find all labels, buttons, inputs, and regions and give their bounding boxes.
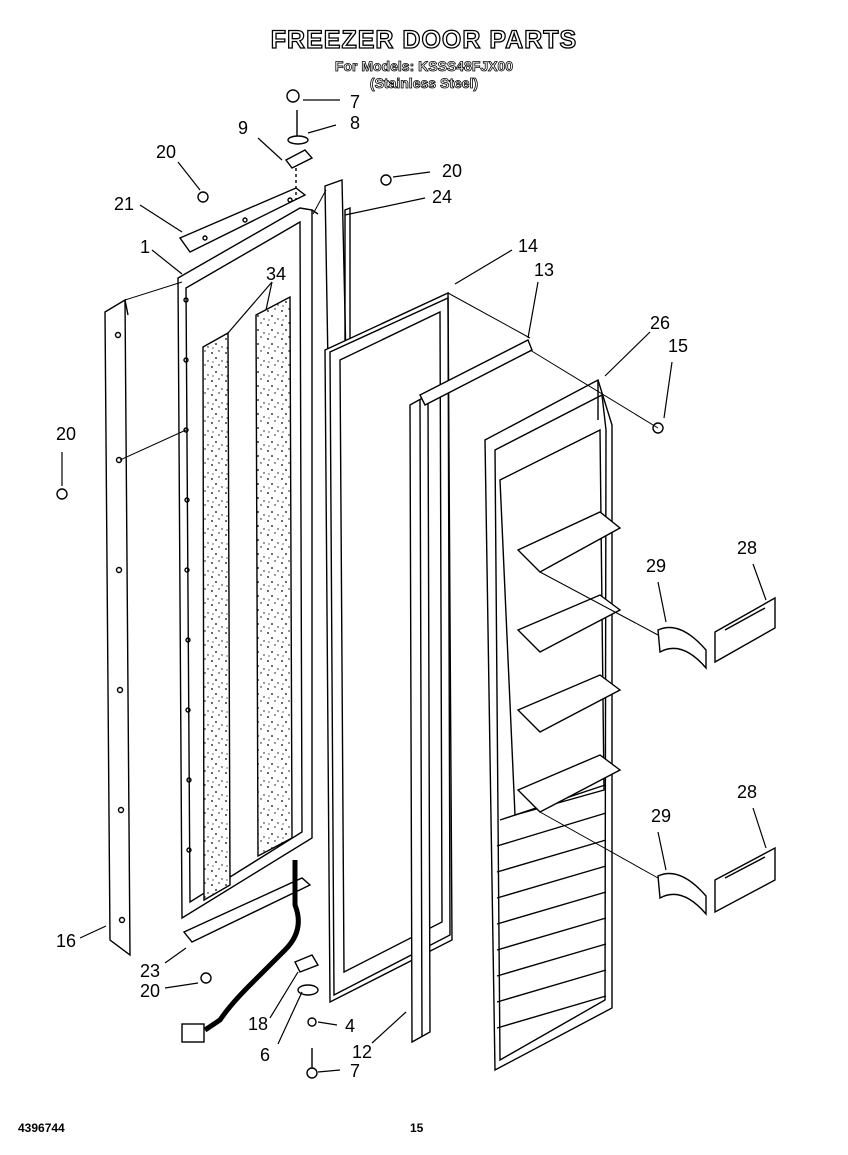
wire-harness — [181, 860, 301, 1043]
bottom-bracket-part-23 — [182, 877, 312, 943]
top-bracket-part-21 — [178, 187, 307, 253]
top-rail-part-13 — [419, 339, 533, 406]
callout-28-upper: 28 — [737, 538, 757, 558]
callout-23: 23 — [140, 961, 160, 981]
callout-4: 4 — [345, 1016, 355, 1036]
foam-strips-part-34 — [202, 295, 293, 902]
callout-20-bottom: 20 — [140, 981, 160, 1001]
retainer-part-28-upper — [714, 596, 776, 664]
callout-34: 34 — [266, 264, 286, 284]
clip-part-29-lower — [657, 872, 707, 916]
callout-9: 9 — [238, 118, 248, 138]
document-number: 4396744 — [18, 1121, 65, 1135]
callout-1: 1 — [140, 237, 150, 257]
callout-13: 13 — [534, 260, 554, 280]
top-hinge-parts — [284, 89, 314, 200]
callout-15: 15 — [668, 336, 688, 356]
finish-line: (Stainless Steel) — [369, 75, 479, 92]
callout-21: 21 — [114, 194, 134, 214]
callout-29-upper: 29 — [646, 556, 666, 576]
model-line: For Models: KSSS48FJX00 — [334, 58, 514, 75]
callout-6: 6 — [260, 1045, 270, 1065]
door-liner-part-26 — [484, 378, 622, 1072]
callout-14: 14 — [518, 236, 538, 256]
callout-28-lower: 28 — [737, 782, 757, 802]
callout-12: 12 — [352, 1042, 372, 1062]
callout-20-top-right: 20 — [442, 161, 462, 181]
callout-8: 8 — [350, 113, 360, 133]
leader-lines — [61, 99, 767, 1073]
page-number: 15 — [410, 1121, 424, 1135]
clip-part-29-upper — [657, 626, 707, 670]
callout-labels: 7 8 9 20 20 24 21 1 34 14 13 26 15 20 28… — [56, 92, 757, 1081]
door-panel-part-1 — [177, 207, 319, 920]
trim-rail-part-12 — [409, 393, 431, 1044]
callout-29-lower: 29 — [651, 806, 671, 826]
callout-26: 26 — [650, 313, 670, 333]
side-trim-part-16 — [104, 298, 131, 957]
callout-20-top-left: 20 — [156, 142, 176, 162]
callout-16: 16 — [56, 931, 76, 951]
callout-24: 24 — [432, 187, 452, 207]
page-title: FREEZER DOOR PARTS — [270, 25, 578, 54]
callout-7-top: 7 — [350, 92, 360, 112]
alignment-lines — [119, 189, 659, 879]
callout-7-bottom: 7 — [350, 1061, 360, 1081]
retainer-part-28-lower — [714, 846, 776, 914]
bottom-hinge-parts — [294, 954, 320, 1079]
callout-18: 18 — [248, 1014, 268, 1034]
callout-20-left: 20 — [56, 424, 76, 444]
subtitle: For Models: KSSS48FJX00 (Stainless Steel… — [0, 58, 848, 92]
seal-strip-part-24 — [324, 179, 351, 366]
screws — [56, 174, 664, 984]
